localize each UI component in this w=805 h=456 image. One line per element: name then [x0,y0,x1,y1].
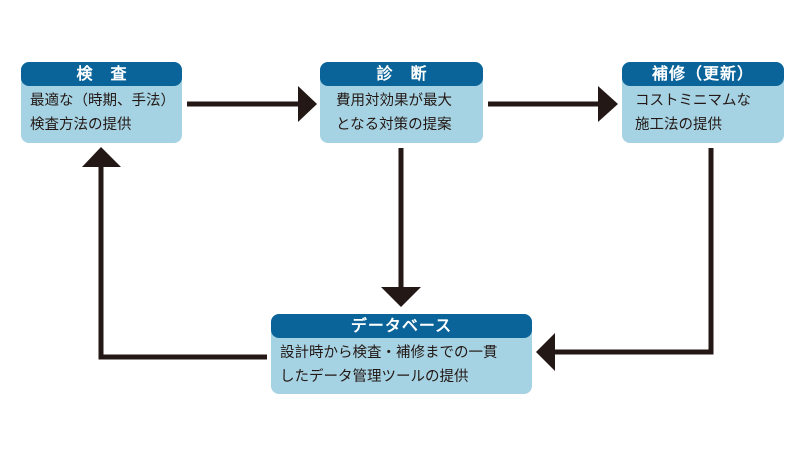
node-repair-line-1: コストミニマムな [635,93,751,109]
node-diagnosis: 診断 費用対効果が最大 となる対策の提案 [320,62,483,143]
node-repair-title: 補修（更新） [622,62,784,86]
node-database-line-1: 設計時から検査・補修までの一貫 [280,345,498,361]
node-diagnosis-body: 費用対効果が最大 となる対策の提案 [320,86,483,137]
node-inspection-line-2: 検査方法の提供 [30,117,132,133]
arrow-diagnosis-to-database [381,148,421,307]
arrow-database-to-inspection [82,147,267,360]
arrow-repair-to-database [536,148,714,371]
node-repair-line-2: 施工法の提供 [635,117,722,133]
node-database-line-2: したデータ管理ツールの提供 [280,369,469,385]
node-diagnosis-title: 診断 [320,62,483,86]
node-inspection: 検査 最適な（時期、手法） 検査方法の提供 [21,62,182,143]
arrow-inspection-to-diagnosis [187,86,317,122]
node-diagnosis-line-2: となる対策の提案 [336,117,452,133]
node-inspection-title: 検査 [21,62,182,86]
node-database: データベース 設計時から検査・補修までの一貫 したデータ管理ツールの提供 [271,314,532,394]
node-database-title: データベース [271,314,532,338]
node-repair: 補修（更新） コストミニマムな 施工法の提供 [622,62,784,143]
node-inspection-line-1: 最適な（時期、手法） [30,93,175,109]
node-database-body: 設計時から検査・補修までの一貫 したデータ管理ツールの提供 [271,338,532,389]
node-repair-body: コストミニマムな 施工法の提供 [622,86,784,137]
arrow-diagnosis-to-repair [488,86,618,122]
node-inspection-body: 最適な（時期、手法） 検査方法の提供 [21,86,182,137]
node-diagnosis-line-1: 費用対効果が最大 [336,93,452,109]
